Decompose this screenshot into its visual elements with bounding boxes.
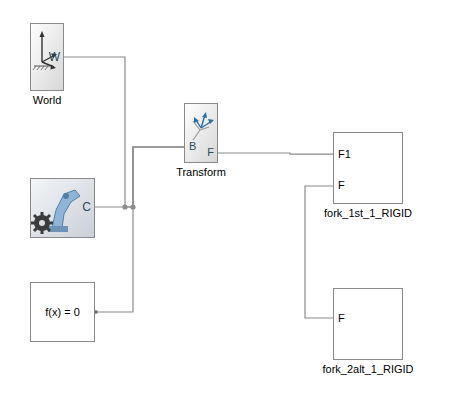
port-label: C bbox=[82, 201, 91, 214]
mechanism-icon bbox=[30, 178, 95, 238]
physical-connection bbox=[95, 147, 184, 312]
world-block: WWorld bbox=[30, 23, 64, 91]
rigid-body-block: F1Ffork_1st_1_RIGID bbox=[333, 132, 403, 204]
block-name: Transform bbox=[176, 166, 226, 179]
block-name: fork_2alt_1_RIGID bbox=[322, 363, 413, 376]
block-text: f(x) = 0 bbox=[45, 306, 80, 319]
world-icon bbox=[30, 23, 64, 91]
port-label: F bbox=[338, 179, 345, 192]
rigid-body-block: Ffork_2alt_1_RIGID bbox=[333, 288, 403, 360]
physical-connection bbox=[305, 186, 333, 318]
port-label: F bbox=[338, 312, 345, 325]
physical-connection bbox=[95, 147, 184, 207]
physical-connection bbox=[64, 57, 184, 207]
junction-dot bbox=[122, 204, 127, 209]
mechanism-config-block: C bbox=[30, 178, 95, 238]
transform-block: BFTransform bbox=[184, 103, 218, 163]
physical-connection bbox=[218, 153, 333, 154]
transform-icon bbox=[184, 103, 218, 163]
solver-ground bbox=[30, 282, 95, 342]
port-label: F bbox=[207, 146, 214, 159]
block-name: fork_1st_1_RIGID bbox=[324, 207, 412, 220]
port-label: W bbox=[49, 51, 60, 64]
solver-config-block: f(x) = 0 bbox=[30, 282, 95, 342]
port-label: F1 bbox=[338, 148, 351, 161]
junction-dot bbox=[130, 204, 135, 209]
block-name: World bbox=[33, 94, 62, 107]
port-label: B bbox=[189, 140, 196, 153]
